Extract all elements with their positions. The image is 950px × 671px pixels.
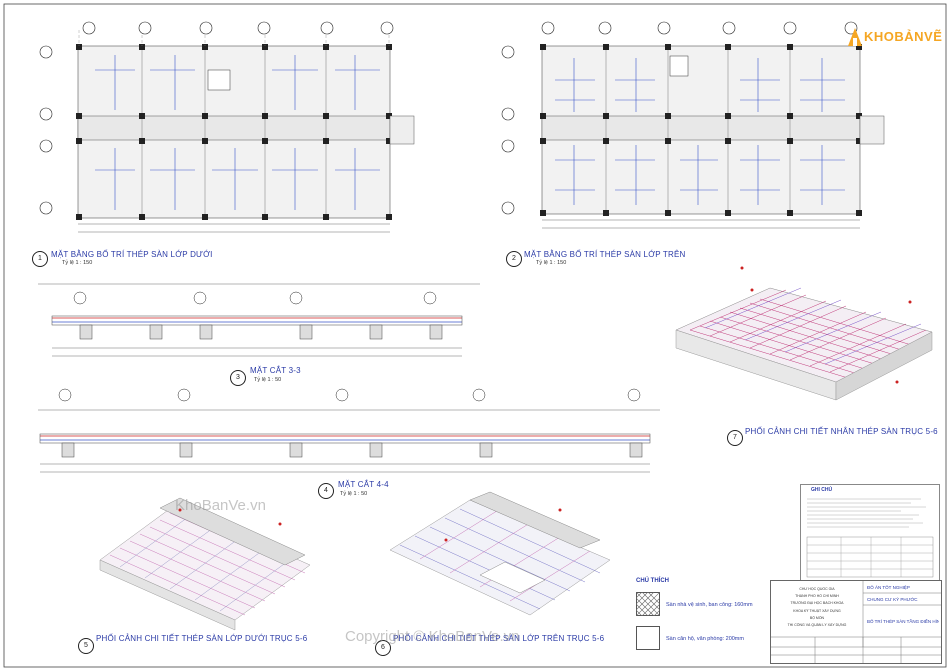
view-number-6: 6 bbox=[375, 640, 391, 656]
legend-item-2: Sàn căn hộ, văn phòng: 200mm bbox=[666, 636, 744, 642]
university-line-4: KHOA KỸ THUẬT XÂY DỰNG bbox=[793, 609, 841, 613]
view-number-4: 4 bbox=[318, 483, 334, 499]
section-3-3 bbox=[38, 283, 480, 357]
section-4-4 bbox=[38, 388, 660, 473]
university-line-6: THI CÔNG VÀ QUẢN LÝ XÂY DỰNG bbox=[787, 623, 847, 627]
view-number-2: 2 bbox=[506, 251, 522, 267]
view-title-1: MẶT BẰNG BỐ TRÍ THÉP SÀN LỚP DƯỚI bbox=[51, 250, 213, 259]
plan-upper-layer bbox=[540, 44, 885, 229]
logo-text: KHOBẢNVẼ bbox=[864, 29, 943, 44]
perspective-upper-6 bbox=[389, 491, 611, 616]
axis-bubbles bbox=[39, 21, 858, 215]
legend: CHÚ THÍCH Sàn nhà vệ sinh, ban công: 160… bbox=[636, 578, 766, 658]
hatch-swatch-icon bbox=[636, 592, 660, 616]
view-number-1: 1 bbox=[32, 251, 48, 267]
view-scale-1: Tỷ lệ 1 : 150 bbox=[62, 260, 93, 266]
rebar-tags bbox=[178, 266, 912, 542]
notes-panel: GHI CHÚ bbox=[800, 484, 940, 582]
title-block: CHƯ HỌC QUỐC GIA THÀNH PHỐ HỒ CHÍ MINH T… bbox=[770, 580, 942, 664]
view-title-2: MẶT BẰNG BỐ TRÍ THÉP SÀN LỚP TRÊN bbox=[524, 250, 686, 259]
logo-icon bbox=[848, 28, 862, 46]
view-title-4: MẶT CẮT 4-4 bbox=[338, 480, 389, 489]
view-title-6: PHỐI CẢNH CHI TIẾT THÉP SÀN LỚP TRÊN TRỤ… bbox=[393, 634, 605, 643]
view-number-5: 5 bbox=[78, 638, 94, 654]
watermark-bottom: Copyright © KhoBanVe.vn bbox=[345, 628, 520, 645]
brand-logo: KHOBẢNVẼ bbox=[846, 24, 942, 54]
view-scale-2: Tỷ lệ 1 : 150 bbox=[536, 260, 567, 266]
view-title-3: MẶT CẮT 3-3 bbox=[250, 366, 301, 375]
view-scale-3: Tỷ lệ 1 : 50 bbox=[254, 377, 282, 383]
plain-swatch-icon bbox=[636, 626, 660, 650]
watermark-mid: KhoBanVe.vn bbox=[175, 497, 266, 514]
notes-title: GHI CHÚ bbox=[811, 487, 833, 493]
perspective-mesh-7 bbox=[675, 287, 933, 401]
building-name: CHUNG CƯ KỲ PHƯỚC bbox=[867, 597, 918, 602]
university-line-2: THÀNH PHỐ HỒ CHÍ MINH bbox=[795, 594, 839, 598]
legend-title: CHÚ THÍCH bbox=[636, 578, 669, 584]
plan-lower-layer bbox=[76, 30, 415, 233]
university-line-5: BỘ MÔN bbox=[809, 616, 825, 620]
view-scale-4: Tỷ lệ 1 : 50 bbox=[340, 491, 368, 497]
view-number-7: 7 bbox=[727, 430, 743, 446]
university-line-3: TRƯỜNG ĐẠI HỌC BÁCH KHOA bbox=[790, 601, 844, 605]
view-title-5: PHỐI CẢNH CHI TIẾT THÉP SÀN LỚP DƯỚI TRỤ… bbox=[96, 634, 308, 643]
university-line-1: CHƯ HỌC QUỐC GIA bbox=[799, 587, 835, 591]
title-block-grid bbox=[771, 581, 941, 663]
drawing-name: BỐ TRÍ THÉP SÀN TẦNG ĐIỂN HÌNH bbox=[867, 619, 939, 624]
project-title: ĐỒ ÁN TỐT NGHIỆP bbox=[867, 585, 910, 590]
perspective-lower-5 bbox=[99, 497, 311, 631]
legend-item-1: Sàn nhà vệ sinh, ban công: 160mm bbox=[666, 602, 753, 608]
notes-body bbox=[806, 498, 934, 578]
view-number-3: 3 bbox=[230, 370, 246, 386]
view-title-7: PHỐI CẢNH CHI TIẾT NHÂN THÉP SÀN TRỤC 5-… bbox=[745, 427, 938, 436]
